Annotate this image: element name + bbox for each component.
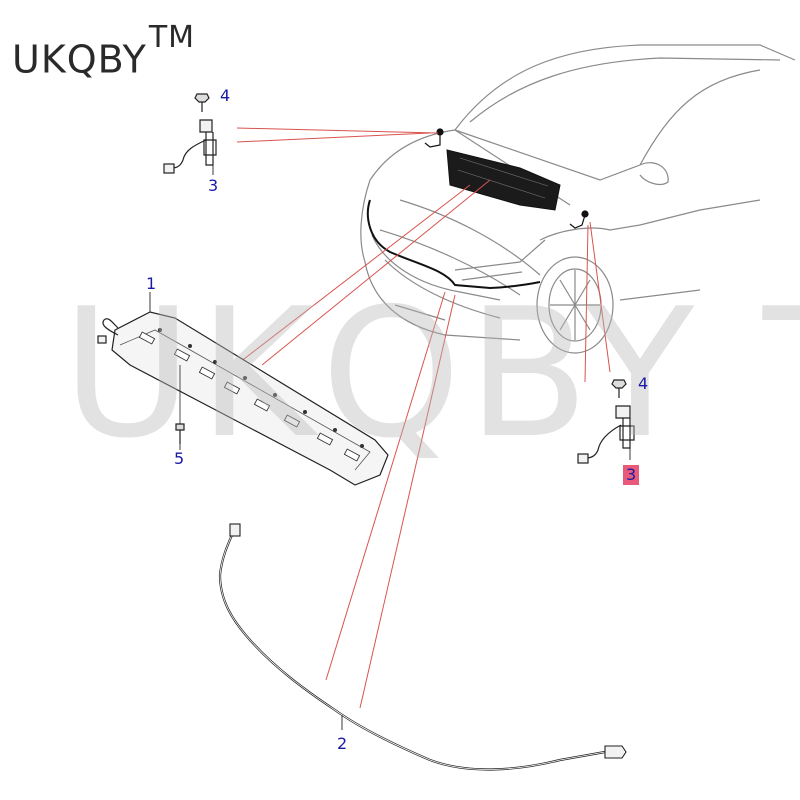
leader-lines <box>236 127 611 709</box>
bolt-icon <box>175 365 185 444</box>
vehicle-release-cable <box>366 199 541 290</box>
callout-part-4-left: 4 <box>220 86 231 105</box>
hood-release-cable-icon <box>218 523 627 771</box>
watermark-text: UKQBY TM <box>62 270 800 477</box>
callout-part-4-right: 4 <box>638 374 649 393</box>
callout-part-3-right: 3 <box>623 465 640 485</box>
callout-part-3-left: 3 <box>208 176 219 195</box>
brand-trademark: TM <box>148 20 196 55</box>
callout-part-5: 5 <box>174 449 185 468</box>
hood-latch-switch-icon-right <box>577 379 635 464</box>
vehicle-outline <box>360 44 796 354</box>
brand-logo: UKQBYTM <box>12 20 195 82</box>
callout-part-1: 1 <box>146 274 157 293</box>
vehicle-switch-left <box>424 128 444 148</box>
hood-latch-switch-icon <box>163 93 217 174</box>
callout-part-2: 2 <box>337 734 348 753</box>
vehicle-latch-panel <box>446 149 561 211</box>
brand-name: UKQBY <box>12 37 147 82</box>
callout-ticks <box>149 165 631 460</box>
vehicle-switch-right <box>569 210 589 229</box>
hood-latch-panel-icon <box>97 311 389 486</box>
